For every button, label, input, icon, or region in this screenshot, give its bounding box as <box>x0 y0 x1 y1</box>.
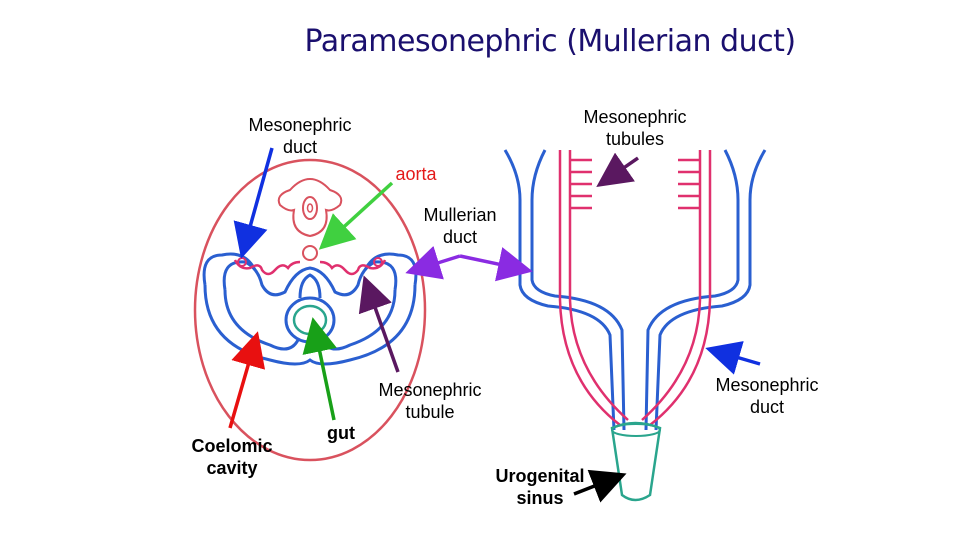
mullerian-duct-right <box>654 149 767 431</box>
duct-system <box>503 149 767 502</box>
label-aorta: aorta <box>395 164 437 184</box>
arrow-mullerian-duct-left <box>405 245 461 280</box>
left-tubules <box>233 259 301 276</box>
arrow-urogenital-sinus <box>573 469 627 503</box>
arrow-mesonephric-tubules <box>596 152 639 187</box>
neural-tube <box>302 196 318 220</box>
mesonephric-duct-left <box>558 150 621 426</box>
arrow-gut <box>302 317 337 421</box>
arrow-mesonephric-duct-left <box>233 147 274 259</box>
label-gut: gut <box>327 423 355 443</box>
vertebra <box>277 178 343 238</box>
tubules-right <box>678 158 700 210</box>
tubules-left <box>570 158 592 210</box>
arrow-mesonephric-tubule <box>358 275 400 373</box>
arrow-aorta <box>318 181 394 250</box>
right-tubules <box>319 259 387 276</box>
body-wall-outline <box>193 158 427 462</box>
arrow-mullerian-duct-right <box>459 247 533 282</box>
arrow-coelomic-cavity <box>228 331 266 429</box>
gut-inner <box>292 304 328 336</box>
mullerian-duct-left <box>503 149 616 431</box>
aorta-vessel <box>302 245 318 261</box>
page-title: Paramesonephric (Mullerian duct) <box>304 24 796 59</box>
mesonephric-duct-right <box>649 150 712 426</box>
arrow-mesonephric-duct-right <box>705 341 761 375</box>
